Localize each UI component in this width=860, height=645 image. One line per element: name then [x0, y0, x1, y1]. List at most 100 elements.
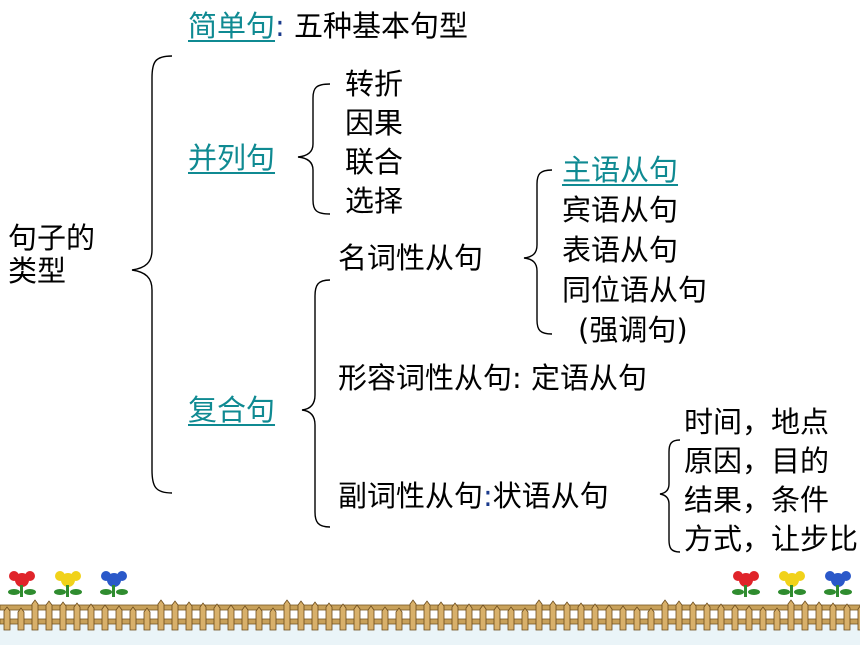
adverbial-clause: 状语从句 — [492, 479, 609, 513]
fence-post — [647, 607, 655, 631]
fence-post — [703, 602, 711, 631]
colon: : — [275, 9, 285, 43]
fence-post — [395, 607, 403, 631]
noun-clause-item: 同位语从句 — [562, 273, 708, 307]
fence-post — [493, 605, 501, 631]
fence-post — [577, 602, 585, 631]
fence-post — [619, 605, 627, 631]
fence-post — [129, 606, 137, 631]
fence-post — [591, 603, 599, 631]
fence-post — [185, 601, 193, 631]
root-brace — [131, 55, 173, 494]
fence-post — [409, 599, 417, 631]
fence-post — [283, 599, 291, 631]
fence-post — [45, 600, 53, 631]
compound-item: 因果 — [345, 106, 404, 140]
fence-post — [31, 599, 39, 631]
fence-decoration — [0, 571, 860, 645]
fence-post — [549, 600, 557, 631]
flower-icon — [824, 571, 852, 597]
compound-item: 联合 — [345, 145, 404, 179]
fence-post — [661, 599, 669, 631]
compound-item: 转折 — [345, 67, 404, 101]
fence-post — [325, 602, 333, 631]
fence-post — [605, 604, 613, 631]
noun-clause-item: 表语从句 — [562, 233, 679, 267]
flower-icon — [54, 571, 82, 597]
fence-post — [227, 604, 235, 631]
simple-sentence-link[interactable]: 简单句 — [188, 9, 276, 43]
fence-post — [535, 599, 543, 631]
fence-post — [745, 605, 753, 631]
noun-clause-label: 名词性从句 — [338, 241, 484, 275]
fence-post — [115, 605, 123, 631]
fence-post — [297, 600, 305, 631]
fence-post — [255, 606, 263, 631]
fence-post — [101, 604, 109, 631]
fence-post — [17, 607, 25, 631]
fence-post — [311, 601, 319, 631]
adj-clause-row: 形容词性从句: 定语从句 — [338, 360, 647, 396]
fence-post — [563, 601, 571, 631]
fence-post — [759, 606, 767, 631]
adv-clause-item: 结果，条件 — [684, 483, 830, 517]
fence-post — [367, 605, 375, 631]
flower-icon — [778, 571, 806, 597]
adv-clause-brace — [659, 439, 681, 553]
fence-posts — [3, 599, 860, 631]
colon: : — [483, 479, 493, 513]
fence-post — [521, 607, 529, 631]
fence-post — [269, 607, 277, 631]
flower-icon — [732, 571, 760, 597]
fence-post — [213, 603, 221, 631]
fence-post — [507, 606, 515, 631]
fence-post — [59, 601, 67, 631]
fence-post — [3, 606, 11, 631]
complex-brace — [301, 279, 331, 528]
fence-post — [381, 606, 389, 631]
fence-post — [241, 605, 249, 631]
fence-post — [479, 604, 487, 631]
adv-clause-row: 副词性从句:状语从句 — [338, 478, 609, 514]
complex-sentence-link[interactable]: 复合句 — [188, 393, 276, 427]
fence-post — [731, 604, 739, 631]
fence-post — [465, 603, 473, 631]
simple-sentence-row: 简单句: 五种基本句型 — [188, 8, 468, 44]
fence-post — [815, 601, 823, 631]
fence-post — [171, 600, 179, 631]
compound-item: 选择 — [345, 184, 404, 218]
fence-post — [787, 599, 795, 631]
adv-clause-item: 时间，地点 — [684, 405, 830, 439]
simple-sentence-desc: 五种基本句型 — [294, 9, 469, 43]
fence-post — [437, 601, 445, 631]
fence-post — [689, 601, 697, 631]
noun-clause-item: 宾语从句 — [562, 193, 679, 227]
adv-clause-item: 方式，让步比 — [684, 522, 859, 556]
colon: : — [512, 361, 522, 395]
fence-post — [801, 600, 809, 631]
subject-clause-link[interactable]: 主语从句 — [562, 153, 679, 187]
fence-post — [73, 602, 81, 631]
fence-post — [633, 606, 641, 631]
fence-post — [157, 599, 165, 631]
fence-post — [843, 603, 851, 631]
adj-clause-label: 形容词性从句 — [338, 361, 513, 395]
compound-sentence-link[interactable]: 并列句 — [188, 141, 276, 175]
fence-post — [675, 600, 683, 631]
fence-post — [451, 602, 459, 631]
flower-icon — [100, 571, 128, 597]
attributive-clause: 定语从句 — [531, 361, 648, 395]
noun-clause-item: (强调句) — [578, 313, 688, 347]
noun-clause-brace — [523, 169, 553, 335]
fence-post — [199, 602, 207, 631]
fence-post — [773, 607, 781, 631]
flower-icon — [8, 571, 36, 597]
fence-post — [717, 603, 725, 631]
root-label: 句子的 类型 — [8, 221, 96, 288]
adv-clause-label: 副词性从句 — [338, 479, 484, 513]
fence-post — [87, 603, 95, 631]
fence-post — [339, 603, 347, 631]
adv-clause-item: 原因，目的 — [684, 444, 830, 478]
fence-post — [423, 600, 431, 631]
